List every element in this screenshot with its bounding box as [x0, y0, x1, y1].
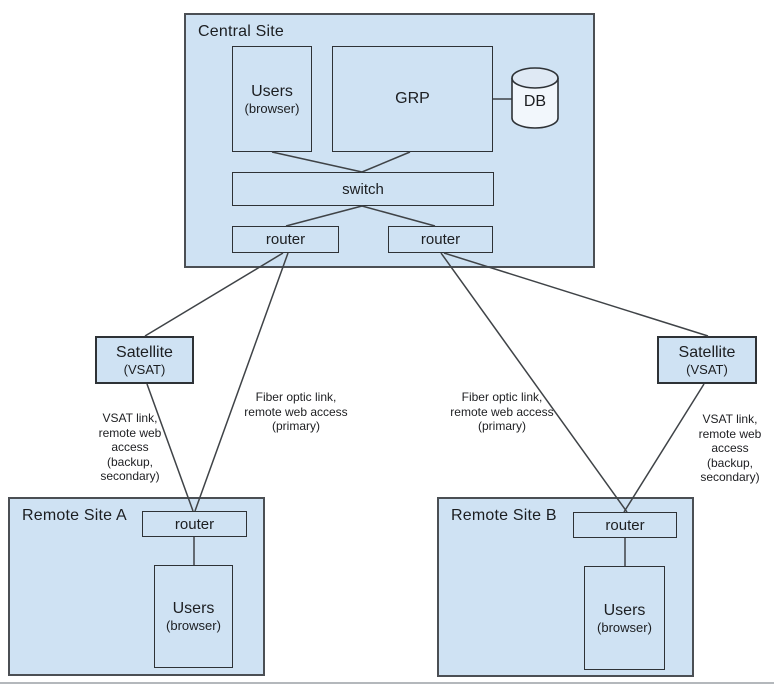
- grp-label: GRP: [395, 90, 430, 107]
- switch-box: switch: [232, 172, 494, 206]
- satellite-left-label: Satellite: [116, 343, 173, 361]
- vsat-link-left-label: VSAT link, remote web access (backup, se…: [98, 411, 162, 483]
- central-users-label: Users: [251, 82, 293, 100]
- remote-site-a-title: Remote Site A: [22, 507, 127, 524]
- switch-label: switch: [342, 180, 384, 198]
- satellite-right-box: Satellite (VSAT): [657, 336, 757, 384]
- central-router-left-label: router: [265, 231, 306, 248]
- db-label: DB: [523, 93, 547, 110]
- satellite-left-sublabel: (VSAT): [123, 361, 166, 377]
- bottom-edge-rule: [0, 682, 774, 684]
- central-router-right-label: router: [420, 231, 461, 248]
- central-users-sublabel: (browser): [244, 100, 300, 116]
- remote-a-users-label: Users: [172, 600, 215, 617]
- remote-site-b-title: Remote Site B: [451, 507, 557, 524]
- remote-a-router-label: router: [174, 515, 215, 533]
- grp-server-box: GRP: [332, 46, 493, 152]
- remote-b-users-label: Users: [603, 601, 646, 619]
- remote-a-router-box: router: [142, 511, 247, 537]
- central-router-right-box: router: [388, 226, 493, 253]
- remote-b-users-sublabel: (browser): [597, 619, 652, 635]
- remote-a-users-box: Users (browser): [154, 565, 233, 668]
- satellite-left-box: Satellite (VSAT): [95, 336, 194, 384]
- vsat-link-right-label: VSAT link, remote web access (backup, se…: [698, 412, 762, 484]
- central-users-box: Users (browser): [232, 46, 312, 152]
- central-site-title: Central Site: [198, 23, 284, 40]
- remote-b-router-label: router: [605, 516, 645, 534]
- fiber-link-left-label: Fiber optic link, remote web access (pri…: [244, 390, 348, 433]
- remote-b-router-box: router: [573, 512, 677, 538]
- fiber-link-right-label: Fiber optic link, remote web access (pri…: [450, 390, 554, 433]
- central-router-left-box: router: [232, 226, 339, 253]
- remote-a-users-sublabel: (browser): [166, 618, 221, 633]
- remote-b-users-box: Users (browser): [584, 566, 665, 670]
- satellite-right-label: Satellite: [678, 343, 736, 361]
- satellite-right-sublabel: (VSAT): [686, 361, 728, 377]
